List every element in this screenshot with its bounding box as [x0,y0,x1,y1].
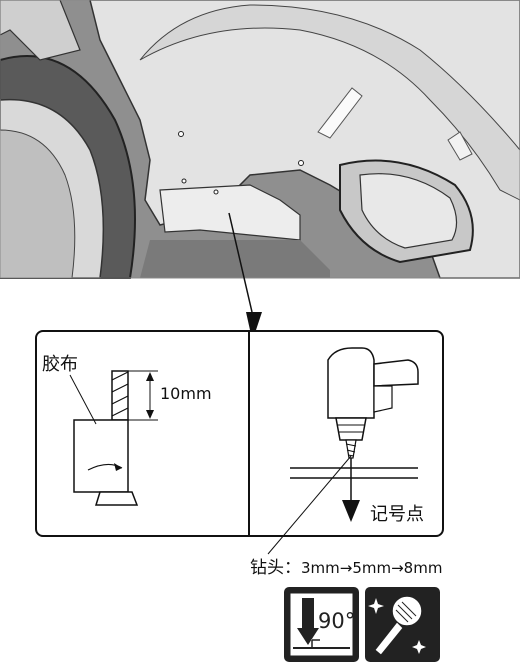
drill-bit-sizes: 3mm→5mm→8mm [301,559,443,577]
drill-on-mark-point [267,347,419,555]
mark-point-label: 记号点 [370,504,424,525]
wheel-arch-illustration [0,0,520,279]
tape-wrapped-drill-bit [69,370,158,506]
angle-text: 90° [318,609,356,633]
drill-bit-label: 钻头：3mm→5mm→8mm [250,553,442,578]
perpendicular-drill-icon [284,587,359,662]
deburr-tool-icon [365,587,440,662]
dimension-label: 10mm [160,384,212,403]
drill-bit-title: 钻头： [250,558,301,578]
leader-line [228,212,262,330]
tape-label: 胶布 [42,354,78,375]
